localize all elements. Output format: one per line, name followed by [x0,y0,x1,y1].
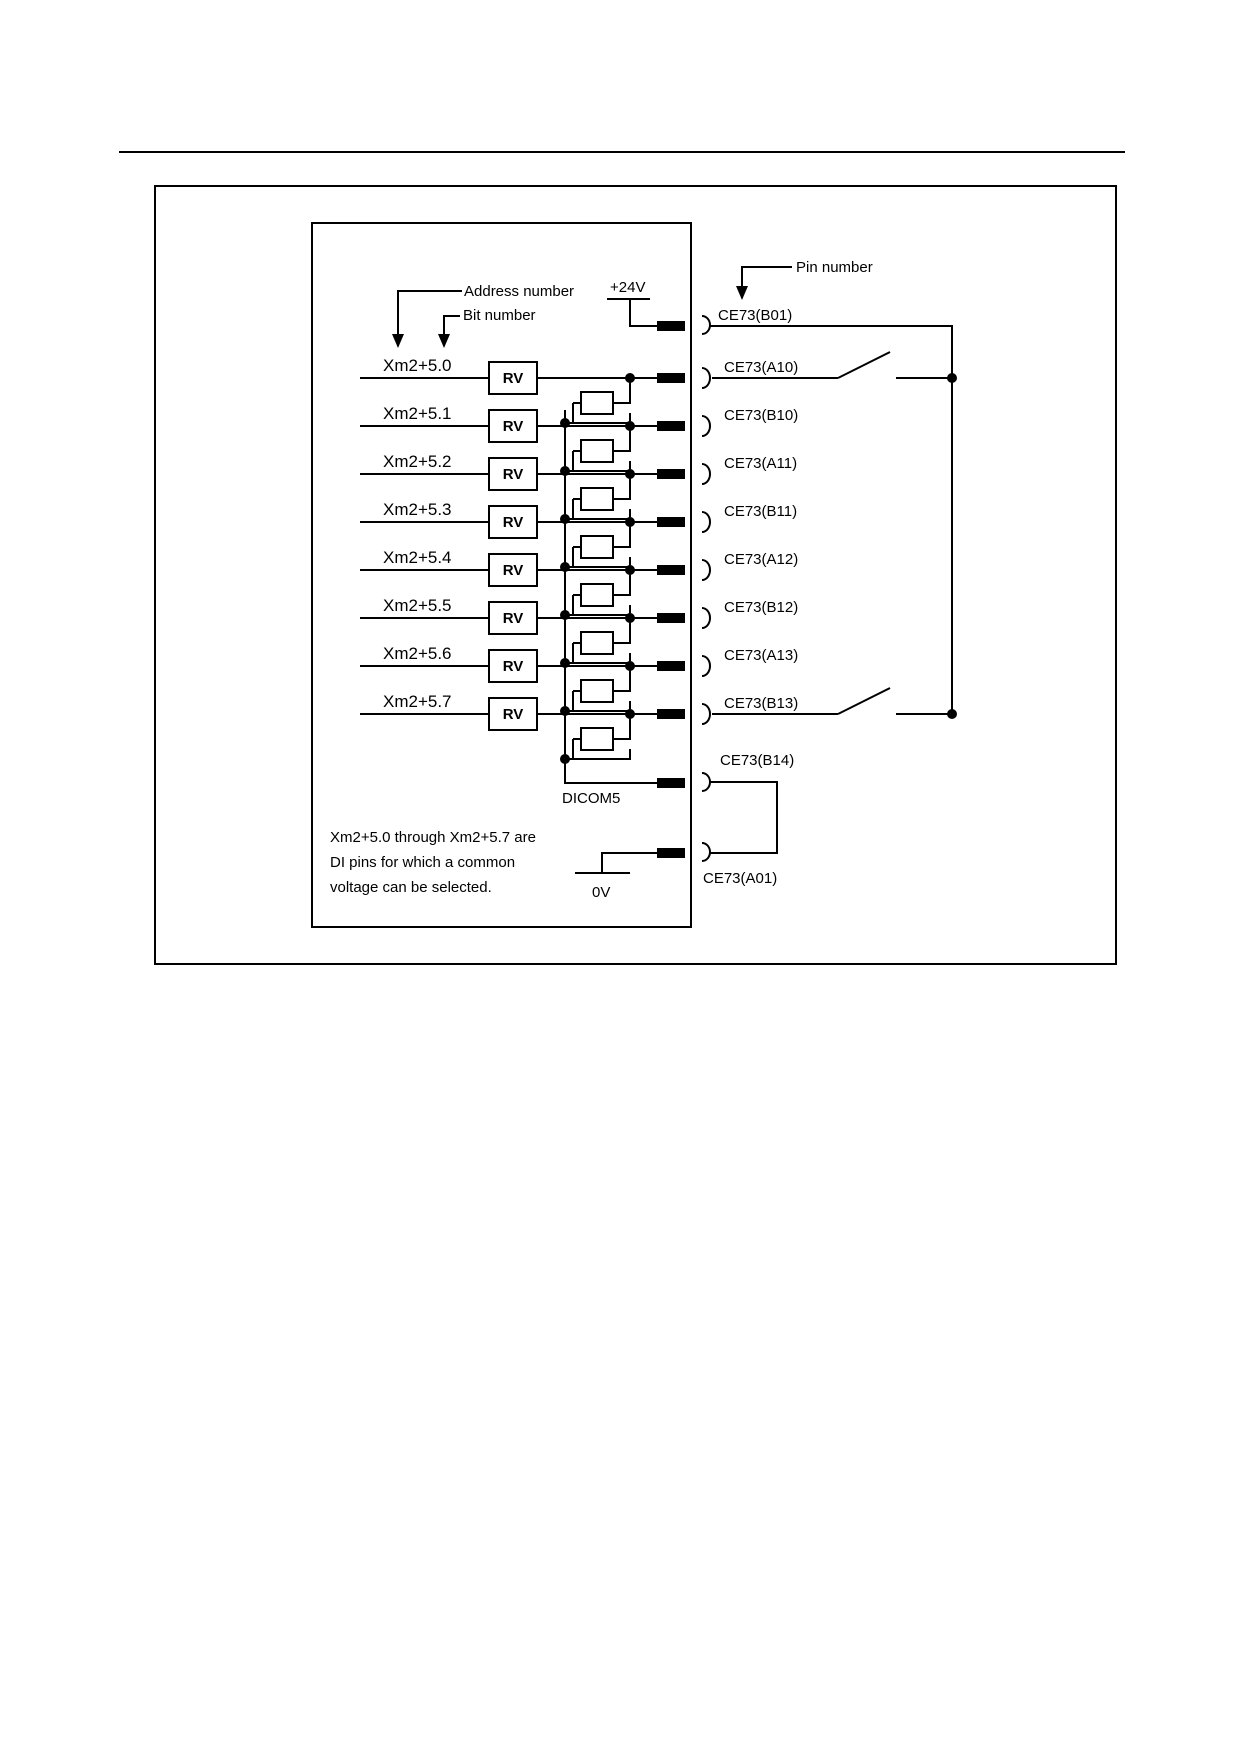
dicom5-label: DICOM5 [562,790,620,807]
input-address-label: Xm2+5.0 [383,356,452,375]
rv-label: RV [503,418,524,435]
input-row: Xm2+5.6RV CE73(A13) [360,644,798,716]
input-row: Xm2+5.2RV CE73(A11) [360,452,797,524]
pin-number-callout: Pin number [736,259,873,300]
pin-a01-terminal [657,848,685,858]
external-switch [712,351,957,383]
pin-terminal [657,565,685,575]
connector-socket [701,559,711,581]
input-address-label: Xm2+5.1 [383,404,452,423]
unit-box [311,222,692,928]
input-address-label: Xm2+5.2 [383,452,452,471]
zero-v-label: 0V [592,884,610,901]
input-address-label: Xm2+5.5 [383,596,452,615]
pin-label: CE73(B12) [724,599,798,616]
rv-box [488,361,538,395]
switch-junction-dot [947,709,957,719]
connector-socket [701,655,711,677]
connector-socket [701,415,711,437]
input-rows: Xm2+5.0RVCE73(A10)Xm2+5.1RVCE73(B10)Xm2+… [360,351,957,764]
resistor [580,679,614,703]
resistor [580,583,614,607]
pin-label: CE73(A13) [724,647,798,664]
pin-terminal [657,661,685,671]
resistor [580,487,614,511]
pin-label: CE73(B10) [724,407,798,424]
input-address-label: Xm2+5.6 [383,644,452,663]
input-row: Xm2+5.0RV CE73(A10) [360,356,798,428]
rv-label: RV [503,370,524,387]
bit-number-label: Bit number [463,307,536,324]
pin-a01-label: CE73(A01) [703,870,777,887]
note-text: Xm2+5.0 through Xm2+5.7 are DI pins for … [330,829,536,896]
note-line-1: Xm2+5.0 through Xm2+5.7 are [330,829,536,846]
input-row: Xm2+5.5RV CE73(B12) [360,596,798,668]
plus24v-supply: +24V CE73(B01) [607,279,953,715]
plus24v-label: +24V [610,279,645,296]
rv-label: RV [503,562,524,579]
pin-terminal [657,469,685,479]
input-address-label: Xm2+5.4 [383,548,452,567]
pin-b14-label: CE73(B14) [720,752,794,769]
rv-box [488,457,538,491]
address-number-callout: Address number [392,283,574,348]
input-address-label: Xm2+5.7 [383,692,452,711]
rv-label: RV [503,658,524,675]
pin-terminal [657,421,685,431]
pin-number-label: Pin number [796,259,873,276]
pin-terminal [657,373,685,383]
connector-socket [701,511,711,533]
connector-socket [701,703,711,725]
rv-label: RV [503,514,524,531]
note-line-2: DI pins for which a common [330,854,515,871]
pin-b14-terminal [657,778,685,788]
rv-label: RV [503,706,524,723]
rv-box [488,601,538,635]
input-row: Xm2+5.7RV CE73(B13) [360,692,798,764]
switch-junction-dot [947,373,957,383]
pin-label: CE73(A11) [724,455,797,472]
resistor [580,391,614,415]
pin-terminal [657,709,685,719]
rv-box [488,697,538,731]
connector-socket [701,607,711,629]
bit-number-callout: Bit number [438,307,536,348]
pin-b01-label: CE73(B01) [718,307,792,324]
pin-label: CE73(B11) [724,503,797,520]
input-row: Xm2+5.1RV CE73(B10) [360,404,798,476]
pin-b01-terminal [657,321,685,331]
resistor [580,439,614,463]
input-row: Xm2+5.4RV CE73(A12) [360,548,798,620]
resistor [580,535,614,559]
rv-label: RV [503,466,524,483]
zero-v-ground: 0V CE73(A01) [575,842,777,901]
figure-frame [154,185,1117,965]
connector-socket [701,367,711,389]
pin-terminal [657,613,685,623]
resistor [580,631,614,655]
pin-terminal [657,517,685,527]
address-number-label: Address number [464,283,574,300]
connector-socket [701,463,711,485]
pin-label: CE73(B13) [724,695,798,712]
external-switch [712,687,957,719]
pin-label: CE73(A10) [724,359,798,376]
rv-box [488,649,538,683]
input-address-label: Xm2+5.3 [383,500,452,519]
rv-label: RV [503,610,524,627]
pin-label: CE73(A12) [724,551,798,568]
resistor [580,727,614,751]
dicom5-common: DICOM5 CE73(B14) [562,410,794,854]
note-line-3: voltage can be selected. [330,879,492,896]
